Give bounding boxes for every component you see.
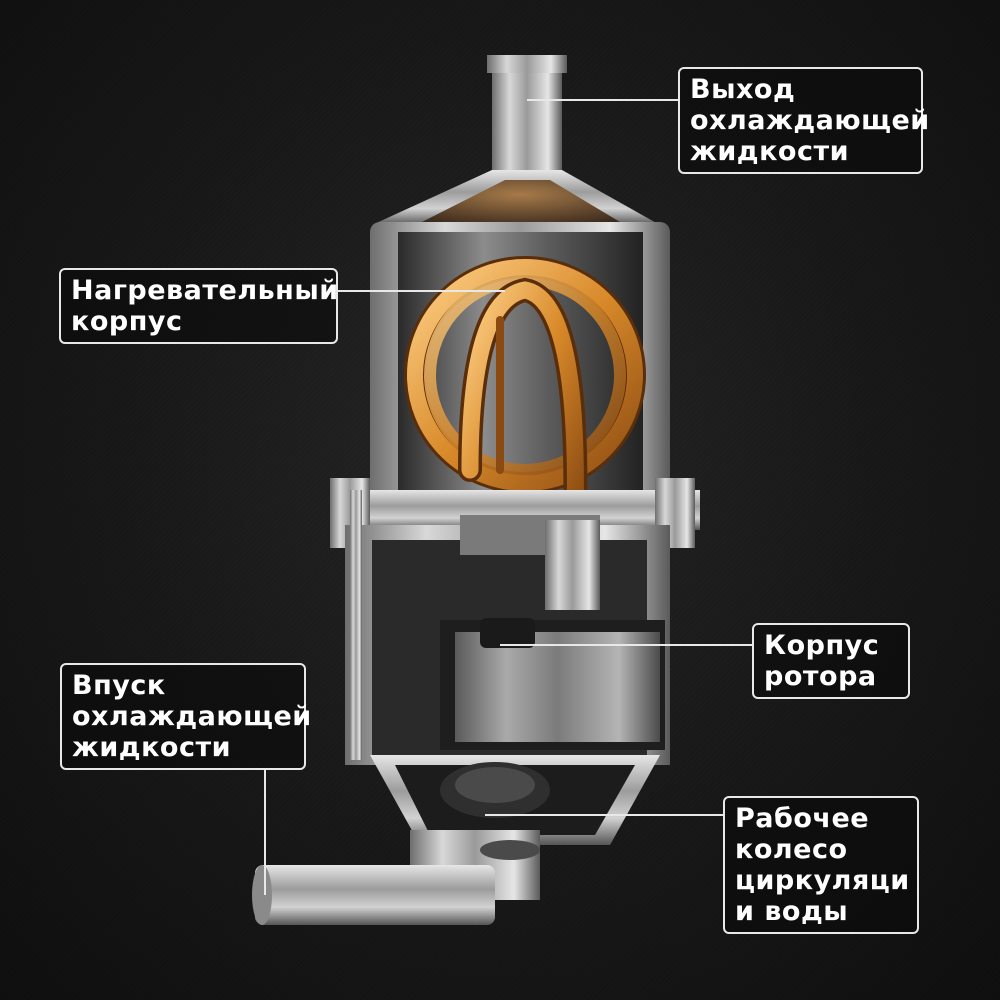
outlet-nozzle (492, 55, 562, 180)
label-coolant-outlet: Выход охлаждающей жидкости (678, 67, 929, 174)
label-heating-body: Нагревательный корпус (59, 268, 338, 344)
label-coolant-inlet: Впуск охлаждающей жидкости (60, 663, 311, 770)
heating-coil (404, 256, 646, 532)
leader-lines (264, 99, 752, 895)
inlet-pipe (255, 865, 495, 925)
label-circulation-impeller: Рабочее колесо циркуляци и воды (723, 796, 919, 934)
label-rotor-housing: Корпус ротора (752, 623, 910, 699)
